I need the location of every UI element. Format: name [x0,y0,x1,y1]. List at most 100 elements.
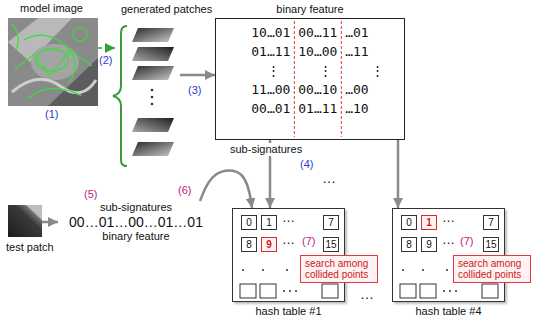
bucket-cell: 9 [421,237,437,252]
patch-group: generated patches [115,22,180,168]
bucket-cell: 15 [323,237,339,252]
feature-curve [28,88,82,98]
box-text: search among collided points [458,258,526,280]
feature-matrix: binary feature10…01 00…11 …0101…11 10…00… [215,18,405,140]
annotation-label: … [282,211,295,226]
box-text: 15 [325,240,336,250]
connector-arrow [180,74,215,77]
ellipsis-dot [446,269,448,271]
ellipsis-dot [286,269,288,271]
bucket-cell [260,284,276,298]
bucket-cell [420,284,436,298]
bit-row: 11…00 00…10 …00 [251,80,368,99]
ellipsis-dot [422,269,424,271]
box-text: 9 [426,240,432,250]
ellipsis-dot [402,269,404,271]
ellipsis-dot [289,290,291,292]
bucket-cell: 7 [323,215,339,230]
annotation-label: … [282,233,295,248]
box-text: binary feature [102,230,169,243]
connector-arrow [42,221,58,224]
ellipsis-dot [443,290,445,292]
bucket-cell: 15 [483,237,499,252]
feature-curve [14,50,92,76]
bit-row: 10…01 00…11 …01 [251,23,368,42]
ellipsis-dot [295,290,297,292]
model-image [8,18,98,106]
box-text: sub-signatures [100,201,172,214]
ellipsis-dot [151,96,154,99]
bucket-cell: 9 [261,237,277,252]
annotation-label: … [322,170,336,186]
callout-number: (3) [188,84,201,97]
ellipsis-row: ⋮ ⋮ ⋮ [267,61,384,80]
ellipsis-dot [262,269,264,271]
figure-box: test patch [8,205,42,237]
box-text: 7 [488,218,494,228]
connector-arrow [98,47,115,49]
bit-row: 00…01 01…11 …10 [251,99,368,118]
annotation-label: … [442,233,455,248]
bucket-cell [400,284,416,298]
patch [132,47,174,61]
patch [132,118,174,132]
callout-number: (1) [45,108,58,121]
image-shape [31,44,79,80]
patch [132,66,174,80]
callout-number: (7) [460,235,473,248]
callout-number: (2) [99,54,112,67]
bucket-cell [482,284,498,298]
bucket-cell: 1 [261,215,277,230]
bucket-cell: 7 [483,215,499,230]
patch [8,205,42,237]
box-text: 0 [406,218,412,228]
callout-box: search among collided points [300,255,378,283]
ellipsis-dot [151,89,154,92]
patch-stack [132,28,174,156]
annotation-label: … [360,286,374,302]
ellipsis-dot [455,290,457,292]
box-text: 1 [266,218,272,228]
caption-label: hash table #4 [415,305,481,318]
bucket-cell: 1 [421,215,437,230]
image-shape [12,79,96,92]
connector-arrow [200,170,252,208]
bucket-cell: 0 [401,215,417,230]
box-text: 00…01…00…01…01 [69,214,203,230]
brace [113,26,127,166]
box-text: 15 [485,240,496,250]
callout-number: (5) [84,188,97,201]
callout-number: (7) [302,235,315,248]
connector-arrow [397,140,400,208]
ellipsis-dot [449,290,451,292]
bucket-cell [322,284,338,298]
annotation-label: … [442,211,455,226]
bit-row: 01…11 10…00 …11 [251,42,368,61]
callout-number: (4) [300,158,313,171]
box-text: 0 [246,218,252,228]
bucket-cell: 0 [241,215,257,230]
feature-curve [73,27,87,41]
patch [132,142,174,156]
callout-number: (6) [178,184,191,197]
image-ground [8,18,98,106]
box-text: 8 [406,240,412,250]
caption-label: hash table #1 [255,305,321,318]
bucket-cell [240,284,256,298]
box-text: 9 [266,240,272,250]
box-text: search among collided points [305,258,373,280]
annotation-label: sub-signatures [228,143,304,156]
patch [26,205,42,220]
ellipsis-dot [242,269,244,271]
ellipsis-dot [151,103,154,106]
bucket-cell: 8 [241,237,257,252]
heading-label: model image [20,2,83,15]
signature-group: sub-signatures00…01…00…01…01binary featu… [58,201,214,242]
figure-box: model image [8,18,98,106]
callout-box: search among collided points [453,255,531,283]
heading-label: generated patches [121,3,212,16]
caption-label: test patch [6,241,54,254]
patch [132,28,174,42]
test-patch-image [8,205,42,237]
